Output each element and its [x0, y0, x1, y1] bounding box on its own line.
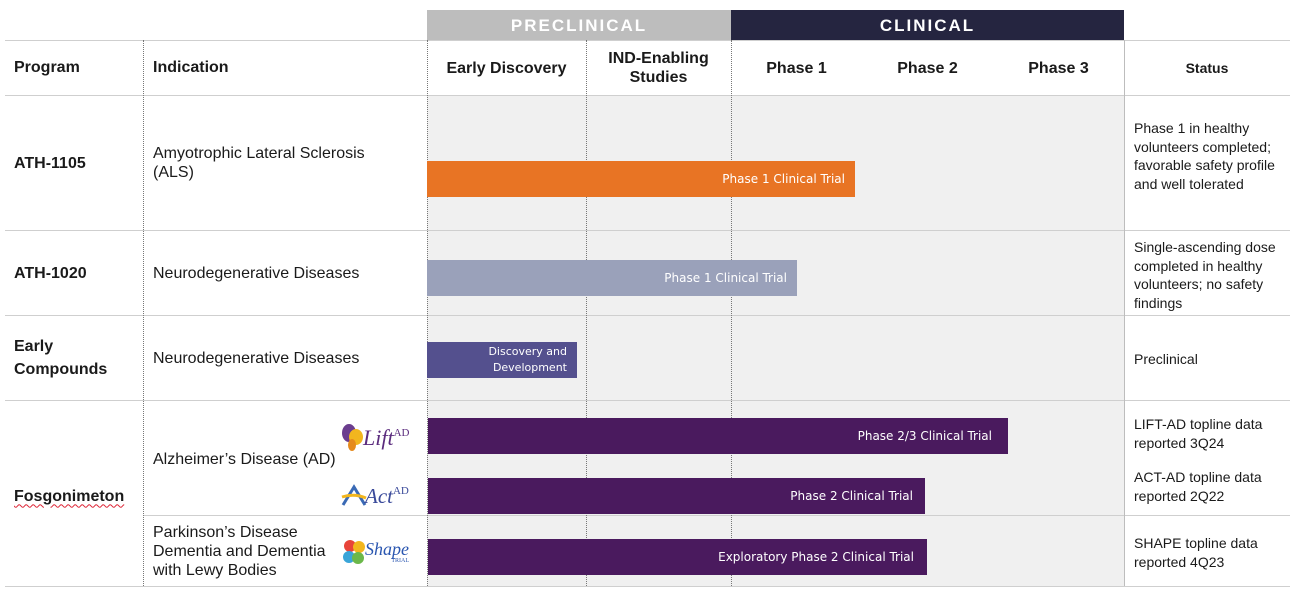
indication-parkinsons: Parkinson’s Disease Dementia and Dementi… — [153, 524, 326, 579]
header-early-discovery: Early Discovery — [446, 59, 567, 77]
lift-logo-word: Lift — [363, 425, 394, 450]
bar-shape: Exploratory Phase 2 Clinical Trial — [428, 539, 927, 575]
program-ath-1020: ATH-1020 — [14, 264, 87, 282]
status-early-compounds: Preclinical — [1134, 351, 1198, 367]
header-top-rule — [5, 40, 1290, 41]
bar-ath-1105: Phase 1 Clinical Trial — [427, 161, 855, 197]
status-ath-1105: Phase 1 in healthy volunteers completed;… — [1134, 120, 1275, 192]
status-ath-1020: Single-ascending dose completed in healt… — [1134, 239, 1276, 311]
shape-logo-word: Shape — [365, 538, 409, 559]
header-program: Program — [14, 59, 80, 76]
column-divider — [427, 40, 428, 586]
program-early-compounds: Early Compounds — [14, 338, 108, 378]
program-ath-1105: ATH-1105 — [14, 154, 86, 172]
lift-ad-logo: Lift AD — [341, 422, 425, 454]
program-fosgonimeton: Fosgonimeton — [14, 487, 125, 505]
status-shape: SHAPE topline data reported 4Q23 — [1134, 535, 1258, 570]
bar-label: Phase 1 Clinical Trial — [722, 172, 845, 186]
bar-label: Discovery and Development — [488, 345, 567, 374]
header-status: Status — [1185, 59, 1229, 76]
bar-label: Phase 1 Clinical Trial — [664, 271, 787, 285]
indication-neurodegenerative: Neurodegenerative Diseases — [153, 264, 360, 282]
row-separator — [5, 400, 1290, 401]
shape-logo-sub: TRIAL — [391, 557, 409, 564]
lift-logo-sup: AD — [393, 427, 410, 439]
indication-alzheimers: Alzheimer’s Disease (AD) — [153, 450, 336, 468]
row-separator — [143, 515, 1290, 516]
bar-label: Exploratory Phase 2 Clinical Trial — [718, 550, 914, 564]
row-separator — [5, 315, 1290, 316]
column-divider — [1124, 40, 1125, 586]
bar-early-compounds: Discovery and Development — [427, 342, 577, 378]
indication-als: Amyotrophic Lateral Sclerosis (ALS) — [153, 145, 365, 181]
column-divider — [586, 40, 587, 586]
bar-act-ad: Phase 2 Clinical Trial — [428, 478, 925, 514]
header-phase-1: Phase 1 — [766, 59, 827, 77]
header-indication: Indication — [153, 59, 229, 76]
circles-icon — [343, 540, 365, 564]
act-ad-logo: Act AD — [341, 481, 425, 511]
star-swoosh-icon — [341, 484, 367, 506]
act-logo-word: Act — [365, 483, 393, 508]
bar-ath-1020: Phase 1 Clinical Trial — [427, 260, 797, 296]
table-bottom-rule — [5, 586, 1290, 587]
shape-trial-logo: Shape TRIAL — [341, 536, 427, 568]
row-separator — [5, 230, 1290, 231]
preclinical-band: PRECLINICAL — [427, 10, 731, 41]
header-ind-enabling: IND-Enabling Studies — [608, 50, 709, 86]
act-logo-sup: AD — [392, 485, 409, 497]
status-act-ad: ACT-AD topline data reported 2Q22 — [1134, 469, 1262, 504]
header-phase-3: Phase 3 — [1028, 59, 1089, 77]
header-phase-2: Phase 2 — [897, 59, 958, 77]
status-lift-ad: LIFT-AD topline data reported 3Q24 — [1134, 416, 1263, 451]
bar-label: Phase 2 Clinical Trial — [790, 489, 913, 503]
bar-label: Phase 2/3 Clinical Trial — [857, 429, 992, 443]
column-divider — [731, 40, 732, 586]
clinical-band: CLINICAL — [731, 10, 1124, 41]
indication-neurodegenerative: Neurodegenerative Diseases — [153, 349, 360, 367]
header-bottom-rule — [5, 95, 1290, 96]
column-divider — [143, 40, 144, 586]
butterfly-icon — [342, 424, 363, 451]
bar-lift-ad: Phase 2/3 Clinical Trial — [428, 418, 1008, 454]
